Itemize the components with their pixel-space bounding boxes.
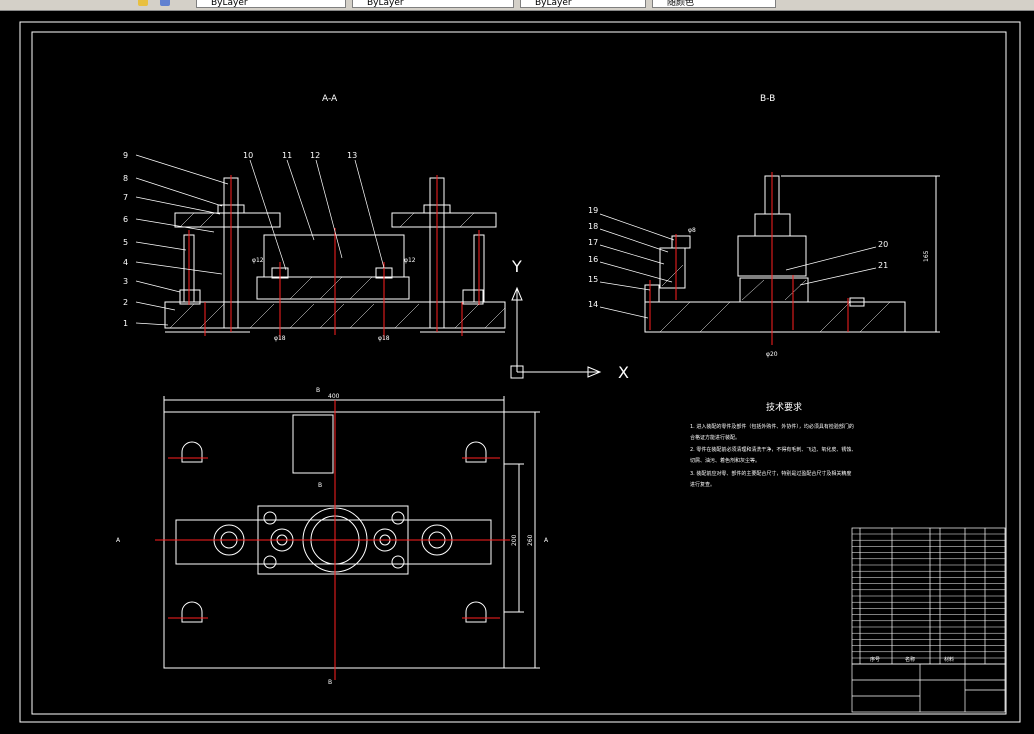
dim-small-2: φ18 bbox=[378, 335, 390, 342]
callout-6: 6 bbox=[123, 215, 128, 224]
ucs-axis-icon bbox=[510, 286, 602, 379]
section-marker-a-left: A bbox=[116, 537, 121, 544]
dim-side-height-2: 260 bbox=[527, 534, 534, 546]
callout-16: 16 bbox=[588, 255, 598, 264]
dim-small-1: φ18 bbox=[274, 335, 286, 342]
section-bb-hatch bbox=[659, 264, 891, 333]
dim-top-width: 400 bbox=[328, 393, 340, 400]
title-header-name: 名称 bbox=[905, 656, 915, 663]
section-marker-b-bottom: B bbox=[328, 679, 332, 686]
ucs-y-label: Y bbox=[511, 257, 522, 276]
callout-18: 18 bbox=[588, 222, 598, 231]
callout-7: 7 bbox=[123, 193, 128, 202]
dim-bb-height: 165 bbox=[923, 250, 930, 262]
svg-text:2. 零件在装配前必须清理和清洗干净，不得有毛刺、飞边、氧化: 2. 零件在装配前必须清理和清洗干净，不得有毛刺、飞边、氧化皮、锈蚀、 bbox=[690, 446, 856, 453]
section-marker-a-right: A bbox=[544, 537, 549, 544]
section-bb-label: B-B bbox=[760, 94, 775, 104]
callout-13: 13 bbox=[347, 151, 357, 160]
dim-small-3: φ12 bbox=[252, 257, 264, 264]
callout-17: 17 bbox=[588, 238, 598, 247]
title-block bbox=[851, 663, 1006, 713]
layer-state-icon[interactable] bbox=[138, 0, 148, 6]
callout-3: 3 bbox=[123, 277, 128, 286]
tech-req-title: 技术要求 bbox=[766, 401, 802, 413]
title-header-material: 材料 bbox=[944, 656, 954, 663]
ucs-x-label: X bbox=[618, 363, 629, 382]
section-aa-label: A-A bbox=[322, 94, 338, 104]
section-bb-centerlines bbox=[649, 172, 849, 345]
plan-view-centerlines bbox=[155, 400, 510, 680]
dim-small-4: φ12 bbox=[404, 257, 416, 264]
section-bb-leaders bbox=[599, 213, 877, 319]
callout-12: 12 bbox=[310, 151, 320, 160]
section-aa-hatch bbox=[169, 212, 506, 329]
tech-req-text: 1. 进入装配的零件及部件（包括外购件、外协件），均必须具有检验部门的 合格证方… bbox=[690, 423, 856, 488]
svg-text:切屑、油污、着色剂和灰尘等。: 切屑、油污、着色剂和灰尘等。 bbox=[690, 457, 760, 464]
callout-9: 9 bbox=[123, 151, 128, 160]
callout-20: 20 bbox=[878, 240, 888, 249]
title-header-index: 序号 bbox=[870, 656, 880, 663]
svg-text:1. 进入装配的零件及部件（包括外购件、外协件），均必须具有: 1. 进入装配的零件及部件（包括外购件、外协件），均必须具有检验部门的 bbox=[690, 423, 854, 430]
properties-toolbar: ByLayer ByLayer ByLayer 随颜色 bbox=[0, 0, 1034, 11]
svg-text:3. 装配前应对零、部件的主要配合尺寸，特别是过盈配合尺寸及: 3. 装配前应对零、部件的主要配合尺寸，特别是过盈配合尺寸及相关精度 bbox=[690, 470, 851, 477]
callout-15: 15 bbox=[588, 275, 598, 284]
callout-14: 14 bbox=[588, 300, 598, 309]
color-control-dropdown[interactable]: ByLayer bbox=[196, 0, 346, 8]
callout-19: 19 bbox=[588, 206, 598, 215]
dim-small-5: φ8 bbox=[688, 227, 696, 234]
callout-10: 10 bbox=[243, 151, 253, 160]
callout-1: 1 bbox=[123, 319, 128, 328]
callout-21: 21 bbox=[878, 261, 888, 270]
section-marker-b-mid: B bbox=[318, 482, 322, 489]
dim-small-6: φ20 bbox=[766, 351, 778, 358]
section-aa-centerlines bbox=[188, 175, 480, 340]
callout-8: 8 bbox=[123, 174, 128, 183]
callout-4: 4 bbox=[123, 258, 128, 267]
plan-view bbox=[163, 396, 540, 669]
svg-text:进行复查。: 进行复查。 bbox=[690, 481, 715, 488]
parts-list-rows bbox=[852, 533, 1005, 659]
dim-side-height-1: 200 bbox=[511, 534, 518, 546]
drawing-frame-outer bbox=[19, 21, 1021, 723]
plotstyle-control-dropdown[interactable]: 随颜色 bbox=[652, 0, 776, 8]
svg-text:合格证方能进行装配。: 合格证方能进行装配。 bbox=[690, 434, 740, 441]
drawing-frame-inner bbox=[31, 31, 1007, 715]
section-marker-b-top: B bbox=[316, 387, 320, 394]
cad-drawing-canvas[interactable]: A-A bbox=[0, 11, 1034, 734]
layer-properties-icon[interactable] bbox=[160, 0, 170, 6]
callout-5: 5 bbox=[123, 238, 128, 247]
section-aa-leaders bbox=[135, 154, 385, 326]
callout-11: 11 bbox=[282, 151, 292, 160]
callout-2: 2 bbox=[123, 298, 128, 307]
lineweight-control-dropdown[interactable]: ByLayer bbox=[520, 0, 646, 8]
linetype-control-dropdown[interactable]: ByLayer bbox=[352, 0, 514, 8]
